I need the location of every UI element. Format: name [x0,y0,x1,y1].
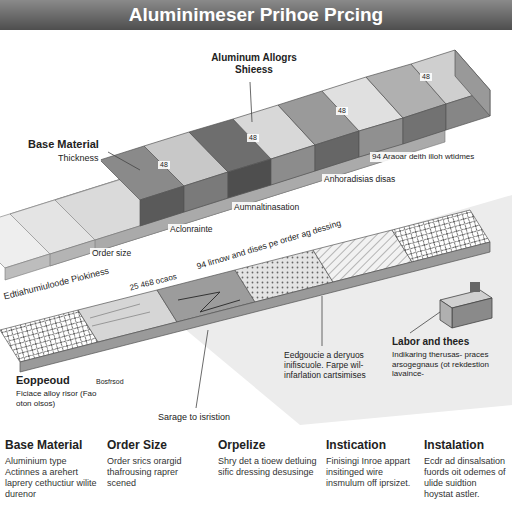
callout-label: Ficiace alloy risor (Fao oton olsos) [16,389,111,408]
callout-label: 48 [247,134,259,142]
column-heading: Order Size [107,438,167,452]
callout-label: 48 [420,73,432,81]
callout-label: Eedgoucie a deryuos inifiscuole. Farpe w… [284,350,386,381]
callout-label: Thickness [56,153,101,164]
ground-plane [150,195,512,425]
callout-label: Anhoradisias disas [322,174,397,184]
column-text: Finisingi Inroe appart insitinged wire i… [326,456,418,489]
diagram-title: Aluminimeser Prihoe Prcing [0,0,512,30]
callout-label: Aumnaltinasation [232,202,301,212]
callout-label: Labor and thees [392,336,469,348]
column-text: Order srics orargid thafrousing raprer s… [107,456,207,489]
column-text: Shry det a tioew detluing sific dressing… [218,456,318,478]
column-text: Ecdr ad dinsalsation fuords oit odemes o… [424,456,508,500]
column-heading: Instalation [424,438,484,452]
column-heading: Base Material [5,438,82,452]
callout-label: Eoppeoud [16,374,70,387]
callout-label: Aclonrainte [168,224,215,234]
callout-label: 48 [336,107,348,115]
callout-label: Sarage to isristion [158,412,230,423]
callout-label: Aluminum Allogrs Shieess [200,52,308,76]
tool-device [440,282,492,328]
finish-strip [0,210,490,372]
column-text: Aluminium type Actinnes a arehert laprer… [5,456,101,500]
leader-lines [108,82,440,408]
alloy-blocks [100,50,490,226]
callout-label: Order size [90,248,133,258]
callout-label: 94 Araoar deith illoh wtidmes [370,152,476,162]
callout-label: 48 [158,161,170,169]
callout-label: Indikaring therusas- praces arsogegnaus … [392,350,507,379]
callout-label: Base Material [26,138,101,151]
title-bar [0,0,512,30]
callout-label: Bosfrsod [96,378,124,386]
column-heading: Instication [326,438,386,452]
column-heading: Orpelize [218,438,265,452]
